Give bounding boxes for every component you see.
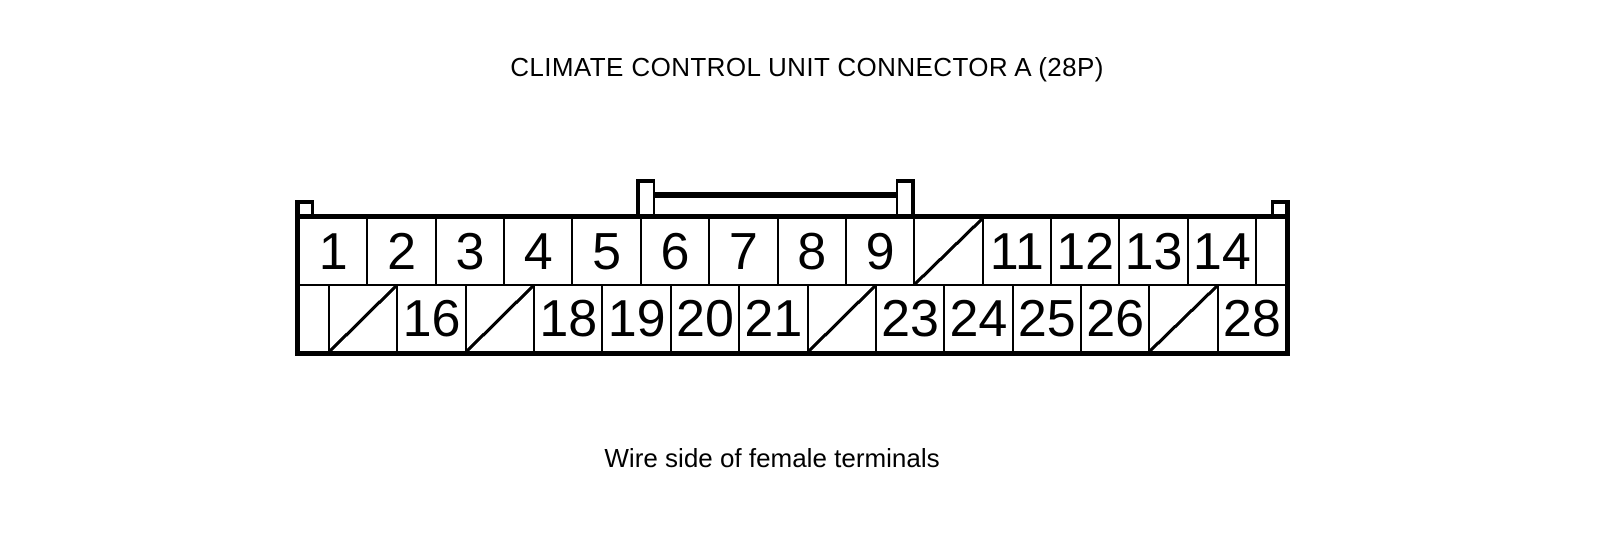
connector-corner-tab-right bbox=[1271, 200, 1290, 216]
pin-cell-9: 9 bbox=[847, 219, 916, 284]
pin-cell-14: 14 bbox=[1189, 219, 1258, 284]
pin-cell-5: 5 bbox=[573, 219, 642, 284]
pin-cell-6: 6 bbox=[642, 219, 711, 284]
pin-cell-26: 26 bbox=[1082, 286, 1151, 351]
pin-row-bottom: 16 18 19 20 21 23 24 25 26 28 bbox=[300, 286, 1285, 351]
pin-cell-28: 28 bbox=[1222, 289, 1281, 348]
end-spacer-cell-bottom-left bbox=[300, 286, 330, 351]
latch-post-right bbox=[896, 179, 915, 216]
blocked-cell-10 bbox=[915, 219, 984, 284]
pin-cell-23: 23 bbox=[877, 286, 946, 351]
pin-cell-3: 3 bbox=[437, 219, 506, 284]
pin-cell-18: 18 bbox=[535, 286, 604, 351]
pin-cell-8: 8 bbox=[779, 219, 847, 284]
pin-cell-20: 20 bbox=[672, 286, 741, 351]
pin-cell-25: 25 bbox=[1014, 286, 1082, 351]
latch-bar bbox=[654, 192, 898, 198]
blocked-cell-17 bbox=[466, 286, 536, 351]
pin-cell-11: 11 bbox=[984, 219, 1052, 284]
pin-cell-4: 4 bbox=[505, 219, 574, 284]
pin-cell-13: 13 bbox=[1120, 219, 1189, 284]
diagram-title: CLIMATE CONTROL UNIT CONNECTOR A (28P) bbox=[510, 52, 1104, 82]
blocked-cell-22 bbox=[808, 286, 877, 351]
pin-cell-1: 1 bbox=[300, 219, 369, 284]
pin-cell-7: 7 bbox=[710, 219, 779, 284]
pin-row-top: 1 2 3 4 5 6 7 8 9 11 12 13 14 bbox=[300, 219, 1285, 286]
pin-cell-2: 2 bbox=[368, 219, 437, 284]
pin-cell-24: 24 bbox=[945, 286, 1014, 351]
end-spacer-cell-top-right bbox=[1257, 219, 1285, 284]
pin-cell-21: 21 bbox=[740, 286, 809, 351]
pin-cell-19: 19 bbox=[603, 286, 672, 351]
pin-cell-16: 16 bbox=[398, 286, 467, 351]
connector-corner-tab-left bbox=[295, 200, 314, 216]
blocked-cell-27 bbox=[1150, 286, 1219, 351]
pin-cell-12: 12 bbox=[1052, 219, 1121, 284]
blocked-cell-15 bbox=[330, 286, 399, 351]
latch-post-left bbox=[636, 179, 655, 216]
caption: Wire side of female terminals bbox=[604, 443, 940, 473]
connector-body: 1 2 3 4 5 6 7 8 9 11 12 13 14 16 18 19 2… bbox=[295, 214, 1290, 356]
